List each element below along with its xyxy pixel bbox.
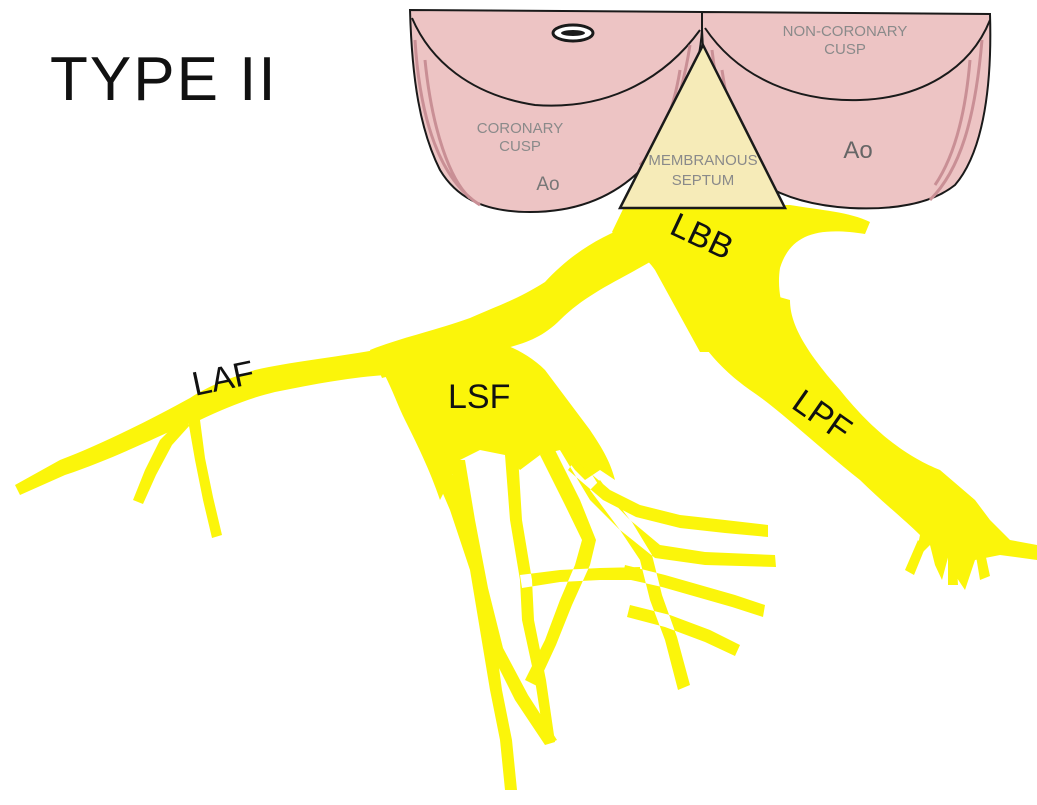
non-coronary-cusp-label: NON-CORONARY: [783, 23, 908, 40]
non-coronary-cusp-label-2: CUSP: [824, 41, 866, 58]
septum-label: MEMBRANOUS: [648, 152, 757, 169]
septum-label-2: SEPTUM: [672, 172, 735, 189]
aortic-root: CORONARY CUSP Ao NON-CORONARY CUSP Ao ME…: [410, 10, 990, 212]
conduction-system: [15, 205, 1037, 790]
coronary-cusp-label-2: CUSP: [499, 138, 541, 155]
lsf-branches: [420, 440, 776, 790]
coronary-ao-label: Ao: [536, 174, 559, 195]
non-coronary-ao-label: Ao: [843, 137, 872, 164]
lsf-fascicle: [370, 340, 615, 500]
lsf-label: LSF: [448, 378, 510, 416]
coronary-cusp-label: CORONARY: [477, 120, 563, 137]
coronary-ostium-icon: [553, 25, 593, 41]
diagram-title: TYPE II: [50, 45, 278, 114]
